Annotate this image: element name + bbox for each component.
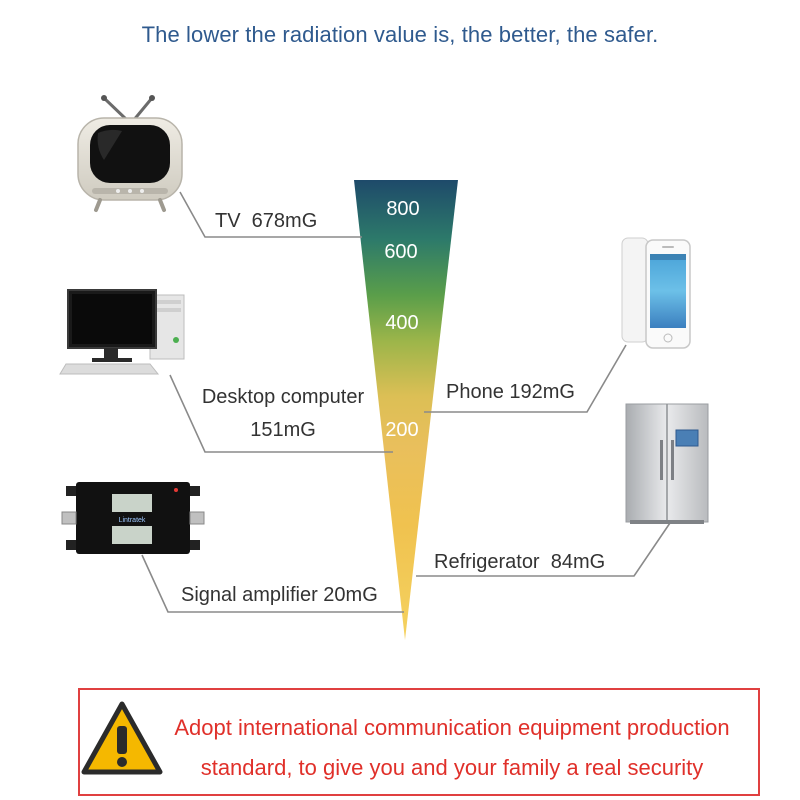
scale-tick-600: 600 (384, 241, 417, 263)
notice-line-1: Adopt international communication equipm… (174, 715, 730, 740)
radiation-scale-cone (354, 180, 458, 640)
phone-icon (621, 237, 691, 349)
notice-text: Adopt international communication equipm… (147, 708, 757, 788)
desktop-label-value: 151mG (250, 419, 316, 441)
phone-label: Phone 192mG (446, 381, 575, 403)
tv-icon (77, 95, 183, 212)
scale-tick-800: 800 (386, 198, 419, 220)
notice-box: Adopt international communication equipm… (78, 688, 760, 796)
amplifier-label: Signal amplifier 20mG (181, 584, 378, 606)
desktop-connector-line (169, 374, 393, 453)
refrigerator-icon (625, 403, 709, 524)
notice-line-2: standard, to give you and your family a … (200, 755, 704, 780)
refrigerator-label: Refrigerator 84mG (434, 551, 605, 573)
phone-connector-line (424, 344, 627, 413)
headline: The lower the radiation value is, the be… (141, 22, 659, 47)
tv-connector-line (179, 191, 362, 238)
scale-tick-400: 400 (385, 312, 418, 334)
refrigerator-connector-line (416, 519, 673, 577)
amplifier-brand-text: Lintratek (119, 517, 146, 524)
desktop-computer-icon (59, 289, 185, 375)
amplifier-connector-line (141, 554, 404, 613)
desktop-label-name: Desktop computer (202, 386, 365, 408)
scale-tick-200: 200 (385, 419, 418, 441)
warning-icon (81, 701, 163, 775)
signal-amplifier-icon: Lintratek (61, 482, 205, 554)
tv-label: TV 678mG (215, 210, 317, 232)
